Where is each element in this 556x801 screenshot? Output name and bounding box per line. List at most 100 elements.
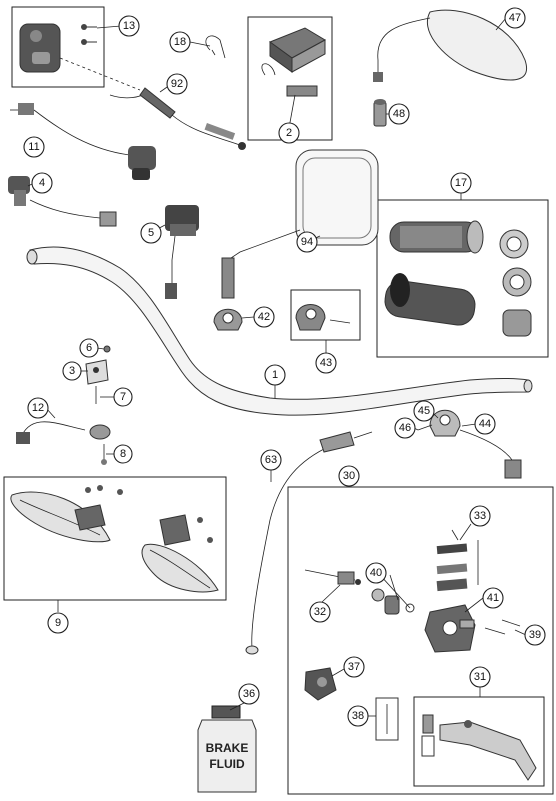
screw-kit-38 [375,697,399,741]
cable-tie-18 [205,35,226,59]
callout-32-label: 32 [314,606,326,618]
callout-48-label: 48 [393,108,405,120]
callout-41: 41 [482,587,504,609]
master-cylinder-body-41 [424,604,476,653]
screw-46 [417,424,433,431]
callout-7-label: 7 [120,391,126,403]
callout-31: 31 [469,666,491,688]
callout-40-label: 40 [370,567,382,579]
callout-94: 94 [296,231,318,253]
nut-48 [373,99,387,127]
screws-13 [81,24,97,45]
callout-38-label: 38 [352,710,364,722]
callout-8: 8 [113,444,133,464]
reservoir-cover-2 [261,27,327,97]
callout-44-label: 44 [479,418,491,430]
callout-6-label: 6 [86,342,92,354]
callout-39: 39 [524,624,546,646]
callout-30: 30 [338,465,360,487]
callout-18: 18 [169,31,191,53]
callout-41-label: 41 [487,592,499,604]
callout-9: 9 [47,612,69,634]
left-switch-housing [19,23,61,73]
cover-kit-33 [436,529,468,592]
group-box-30 [287,486,554,795]
callout-33: 33 [469,505,491,527]
callout-31-label: 31 [474,671,486,683]
callout-37: 37 [343,656,365,678]
callout-46: 46 [394,417,416,439]
callout-7: 7 [113,387,133,407]
callout-5: 5 [140,222,162,244]
handlebar-end-left [26,249,38,265]
callout-11: 11 [23,136,45,158]
brake-lever-31 [421,714,537,781]
callout-40: 40 [365,562,387,584]
callout-63-label: 63 [265,454,277,466]
callout-8-label: 8 [120,448,126,460]
cable-12 [16,421,111,444]
callout-36: 36 [238,683,260,705]
reservoir-cap-37 [304,667,337,701]
callout-44: 44 [474,413,496,435]
callout-94-label: 94 [301,236,313,248]
callout-13: 13 [118,15,140,37]
bracket-3 [85,359,109,385]
clamp-42 [213,308,243,331]
grip-bottom-17 [384,273,476,326]
switch-4 [8,176,117,227]
callout-92: 92 [166,73,188,95]
callout-43: 43 [315,352,337,374]
mirror-47 [373,9,528,82]
callout-30-label: 30 [343,470,355,482]
callout-2: 2 [278,122,300,144]
group-box-17 [376,199,549,358]
callout-36-label: 36 [243,688,255,700]
callout-39-label: 39 [529,629,541,641]
callout-32: 32 [309,601,331,623]
callout-6: 6 [79,338,99,358]
callout-3: 3 [62,361,82,381]
callout-12: 12 [27,397,49,419]
callout-5-label: 5 [148,227,154,239]
callout-42-label: 42 [258,311,270,323]
callout-12-label: 12 [32,402,44,414]
handlebar [29,246,529,416]
callout-3-label: 3 [69,365,75,377]
handlebar-end-right [523,379,533,393]
callout-43-label: 43 [320,357,332,369]
wiring-harness-11 [10,103,156,180]
callout-17: 17 [450,172,472,194]
switch-5 [165,205,199,299]
bottle-label-line2: FLUID [209,757,245,771]
callout-2-label: 2 [286,127,292,139]
callout-17-label: 17 [455,177,467,189]
mirror-94 [221,149,379,299]
callout-33-label: 33 [474,510,486,522]
clamp-43 [295,304,351,331]
bottle-label-line1: BRAKE [206,741,249,755]
callout-46-label: 46 [399,422,411,434]
grip-top-17 [389,220,484,254]
callout-4: 4 [31,172,53,194]
piston-kit-32 [304,569,361,585]
seal-kit-40 [371,588,415,615]
hand-guard-right [141,543,219,593]
callout-11-label: 11 [28,141,39,153]
callout-4-label: 4 [39,177,45,189]
callout-63: 63 [260,449,282,471]
clutch-clamp-45 [429,409,522,479]
brake-fluid-bottle: BRAKE FLUID [197,705,257,793]
callout-45-label: 45 [418,405,430,417]
callout-37-label: 37 [348,661,360,673]
pins-39 [484,619,521,635]
grip-rings-17 [499,229,532,337]
callout-92-label: 92 [171,78,183,90]
callout-47-label: 47 [509,12,521,24]
callout-48: 48 [388,103,410,125]
brake-hose-63 [245,431,373,655]
screw-6 [103,345,111,353]
group-box-43 [290,289,361,341]
callout-18-label: 18 [174,36,186,48]
group-box-31 [413,696,545,787]
